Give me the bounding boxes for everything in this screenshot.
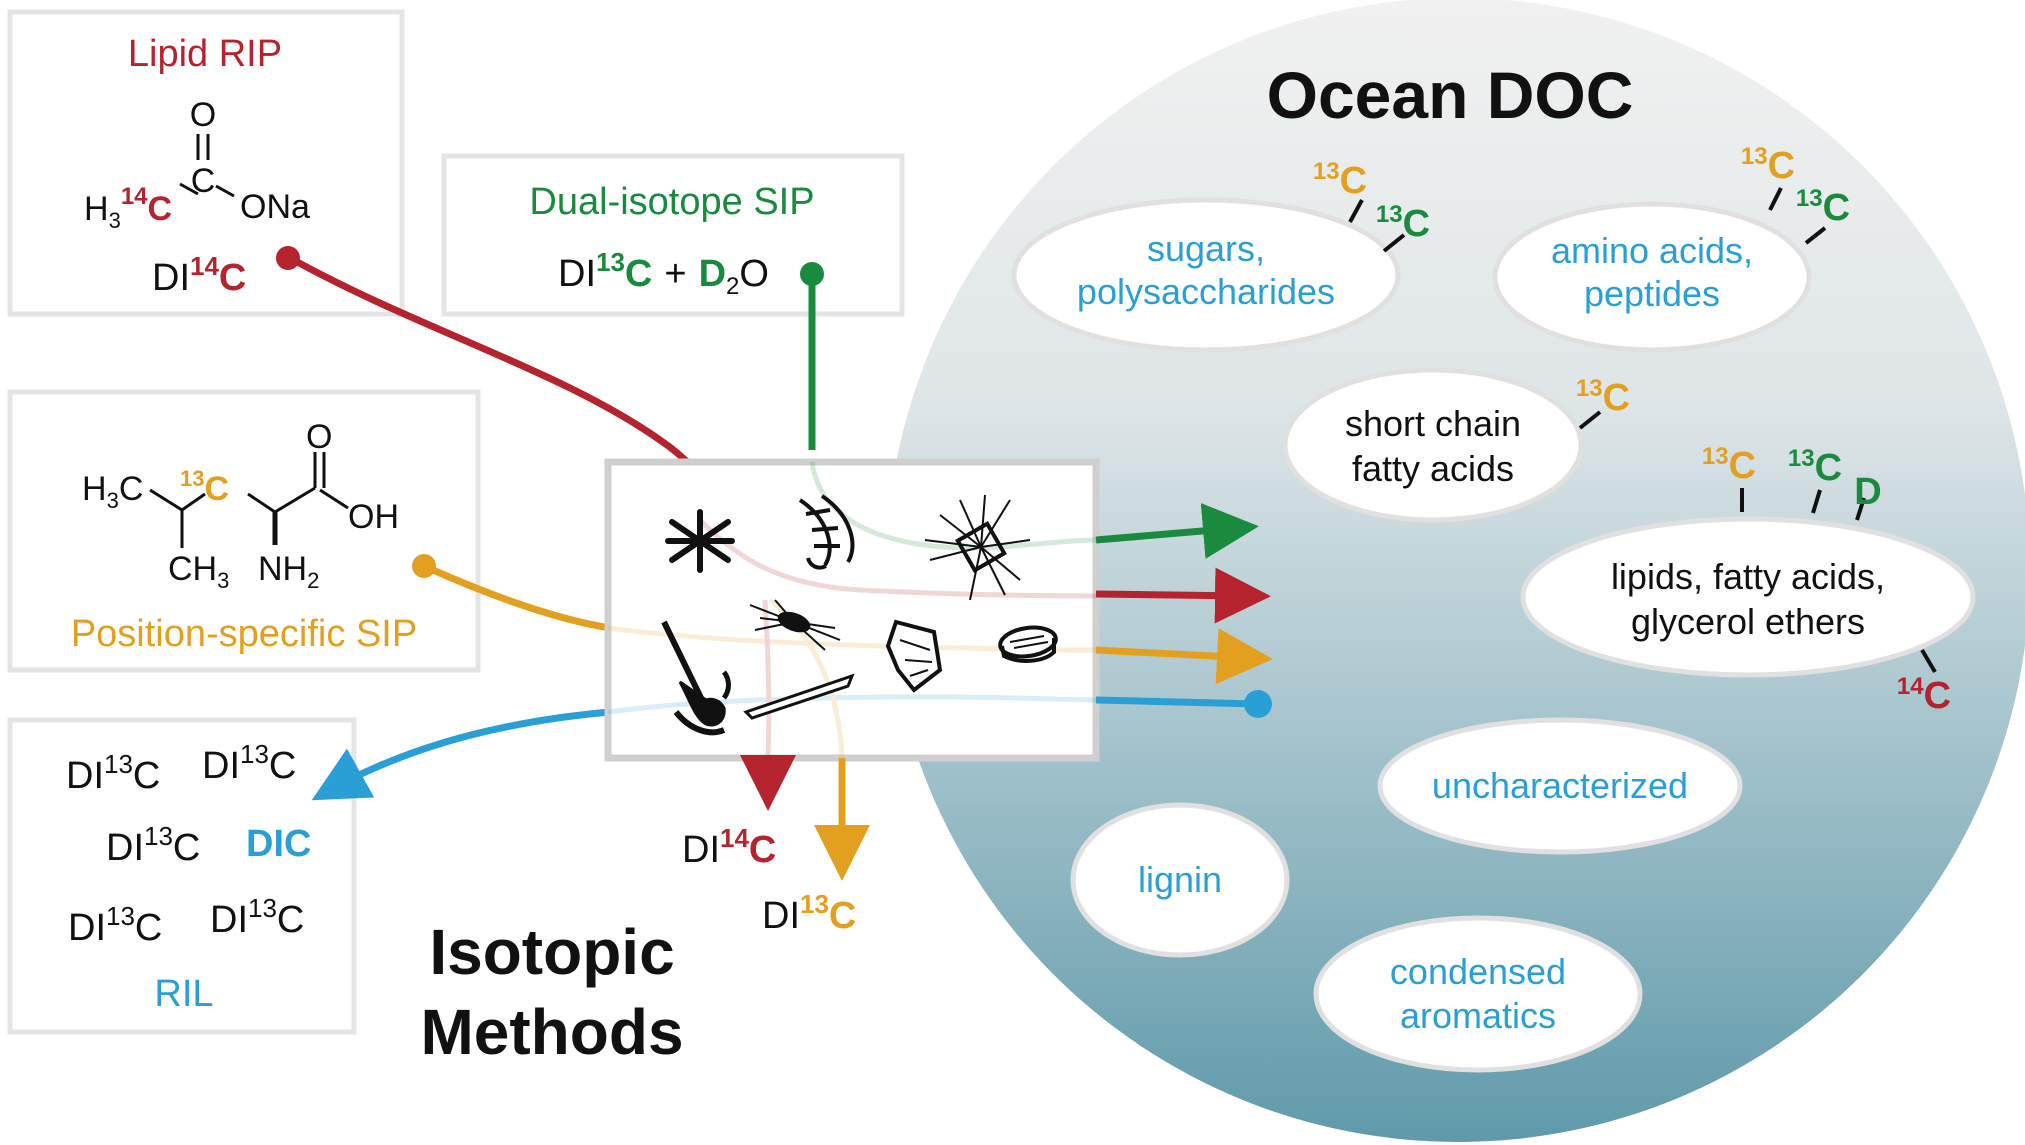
svg-text:ONa: ONa [240, 188, 310, 226]
isotope-tag-sugars-13c-green: 13C [1376, 201, 1430, 253]
dual-sip-label: Dual-isotope SIP [529, 181, 814, 223]
svg-text:13C: 13C [1376, 201, 1430, 245]
svg-text:13C: 13C [1788, 445, 1842, 489]
isotope-tag-sugars-13c-orange: 13C [1313, 158, 1367, 223]
green-source-dot [800, 262, 824, 286]
isotope-tag-lipids-d-green: D [1854, 471, 1882, 521]
ril-box [7, 717, 357, 1035]
svg-text:O: O [306, 418, 332, 456]
compound-lipids: lipids, fatty acids,glycerol ethers [1520, 516, 1976, 678]
svg-text:lipids, fatty acids,glycerol e: lipids, fatty acids,glycerol ethers [1611, 556, 1885, 642]
isotope-tag-lipids-14c-red: 14C [1897, 648, 1951, 717]
svg-text:OH: OH [348, 498, 399, 536]
svg-text:DI13C: DI13C [210, 893, 304, 941]
svg-text:14C: 14C [1897, 673, 1951, 717]
ril-label: RIL [154, 973, 213, 1015]
centric-diatom-icon [998, 625, 1058, 663]
output-di14c: DI14C [682, 823, 776, 871]
isotope-tag-lipids-13c-orange: 13C [1702, 443, 1756, 512]
asterisk-organism-icon [665, 509, 735, 573]
svg-text:uncharacterized: uncharacterized [1432, 765, 1688, 806]
dual-sip-formula: DI13C+D2O [558, 247, 769, 300]
organisms-box [604, 458, 1100, 762]
lipid-rip-di14c: DI14C [152, 251, 246, 299]
ril-di13c-list: DI13C DI13C DI13C DI13C DI13C [66, 739, 304, 949]
orange-source-dot [412, 554, 436, 578]
red-source-dot [276, 246, 300, 270]
svg-text:DI13C: DI13C [106, 821, 200, 869]
svg-text:lignin: lignin [1138, 859, 1222, 900]
isotope-tag-amino-13c-orange: 13C [1741, 143, 1795, 211]
pennate-diatom-icon [743, 673, 855, 720]
svg-text:H3C: H3C [82, 470, 143, 513]
lipid-rip-label: Lipid RIP [128, 33, 282, 75]
svg-text:13C: 13C [1576, 375, 1630, 419]
rod-cell-icon [885, 619, 943, 693]
isotope-tag-lipids-13c-green: 13C [1788, 445, 1842, 514]
orange-output-arrow [1095, 628, 1273, 685]
leucine-structure: H3C 13C O OH CH3 NH2 [82, 418, 399, 593]
svg-text:13C: 13C [1741, 143, 1795, 187]
compound-sugars: sugars,polysaccharides [1011, 197, 1401, 353]
svg-text:sugars,polysaccharides: sugars,polysaccharides [1077, 228, 1335, 312]
position-sip-label: Position-specific SIP [71, 613, 417, 655]
compound-amino-acids: amino acids,peptides [1492, 201, 1812, 353]
ocean-doc-title: Ocean DOC [1267, 58, 1634, 132]
red-output-arrow [1095, 567, 1271, 624]
blue-output-line [1095, 696, 1259, 708]
isotope-tag-amino-13c-green: 13C [1796, 185, 1850, 245]
radiolarian-icon [749, 599, 841, 651]
ril-dic-label: DIC [246, 823, 311, 865]
svg-text:13C: 13C [1702, 443, 1756, 487]
svg-text:DI13C: DI13C [66, 749, 160, 797]
spiky-cell-icon [924, 494, 1031, 601]
svg-text:13C: 13C [180, 466, 229, 508]
svg-text:D: D [1854, 471, 1881, 513]
svg-text:DI13C: DI13C [202, 739, 296, 787]
svg-text:C: C [191, 162, 216, 200]
compound-lignin: lignin [1070, 802, 1290, 958]
acetate-structure: O C H314C ONa [84, 96, 310, 233]
bell-cell-icon [661, 620, 731, 736]
svg-text:NH2: NH2 [258, 550, 319, 593]
svg-text:amino acids,peptides: amino acids,peptides [1551, 230, 1753, 314]
orange-flow-line [422, 562, 611, 632]
svg-text:13C: 13C [1796, 185, 1850, 229]
svg-text:H314C: H314C [84, 183, 172, 233]
svg-text:DI13C: DI13C [68, 901, 162, 949]
blue-end-dot [1244, 690, 1272, 718]
dual-sip-box [441, 153, 905, 317]
position-sip-box [7, 389, 481, 673]
isotope-tag-scfa-13c-orange: 13C [1576, 375, 1630, 430]
svg-text:O: O [190, 96, 216, 134]
svg-text:13C: 13C [1313, 158, 1367, 202]
green-output-arrow [1095, 503, 1259, 559]
output-di13c: DI13C [762, 889, 856, 937]
lipid-rip-box [7, 9, 405, 317]
compound-uncharacterized: uncharacterized [1377, 717, 1743, 855]
blue-flow-line [311, 708, 611, 801]
ladder-organism-icon [798, 494, 855, 570]
svg-text:CH3: CH3 [168, 550, 229, 593]
